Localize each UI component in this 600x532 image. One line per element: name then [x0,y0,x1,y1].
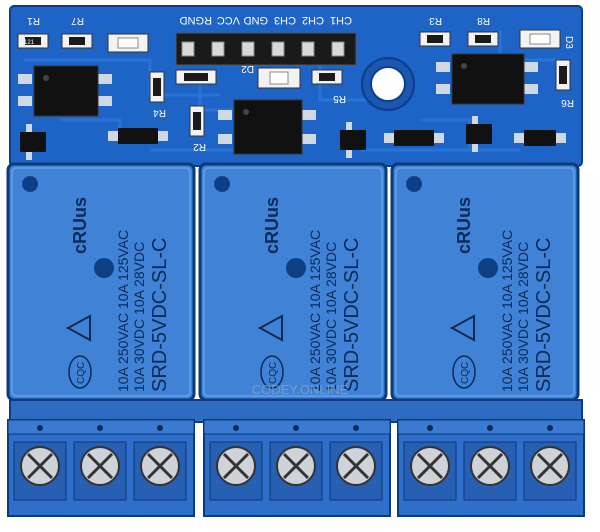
relay-rating-line-1: 10A 250VAC 10A 125VAC [115,230,131,392]
relay-model: SRD-5VDC-SL-C [533,238,555,392]
resistor-r8: R8 [467,15,499,47]
pin-label-ch1: CH1 [330,14,352,26]
svg-text:R7: R7 [71,15,84,26]
relay-rating-line-2: 10A 30VDC 10A 28VDC [323,242,339,392]
relay-rating-line-2: 10A 30VDC 10A 28VDC [515,242,531,392]
pin-label-gnd: GND [244,14,269,26]
svg-text:R6: R6 [561,97,574,108]
cqc-mark: CQC [452,355,476,389]
optocoupler-2 [218,99,316,155]
terminal-block-1 [7,419,195,517]
relay-rating-line-1: 10A 250VAC 10A 125VAC [499,230,515,392]
pin-header-labels: CH1 CH2 CH3 GND VCC RGND [180,14,352,26]
screw-terminal[interactable] [329,441,383,501]
label-d2: D2 [241,63,254,74]
screw-terminal[interactable] [73,441,127,501]
relay-rating-line-1: 10A 250VAC 10A 125VAC [307,230,323,392]
svg-text:R4: R4 [153,107,166,118]
terminal-block-2 [203,419,391,517]
screw-terminal[interactable] [133,441,187,501]
pin-label-rgnd: RGND [180,14,212,26]
svg-text:R5: R5 [333,93,346,104]
cqc-mark: CQC [68,355,92,389]
pin-label-ch2: CH2 [302,14,324,26]
flyback-diodes [108,128,566,146]
triangle-mark [257,314,283,342]
optocoupler-1 [18,65,112,117]
svg-text:R8: R8 [477,15,490,26]
resistor-r6: R6 [555,59,574,108]
svg-text:R2: R2 [193,141,206,152]
cqc-text: CQC [76,362,87,384]
resistor-r1: 121 R1 [17,15,49,49]
svg-text:R3: R3 [429,15,442,26]
screw-terminal[interactable] [523,441,577,501]
smd-leds: D2 D3 [107,29,574,89]
terminal-blocks [7,419,585,517]
screw-terminal[interactable] [13,441,67,501]
screw-terminal[interactable] [269,441,323,501]
resistor-r4: R4 [149,71,166,118]
smd-resistors: 121 R1 R7 R3 R8 R2 R4 [17,15,574,152]
resistor-extra [175,69,217,85]
resistor-r7: R7 [61,15,93,49]
ul-mark: cRUus [262,197,282,254]
watermark: CODEY.ONLINE [252,382,349,397]
screw-terminal[interactable] [403,441,457,501]
screw-terminal[interactable] [463,441,517,501]
mounting-hole [361,57,415,111]
pin-label-ch3: CH3 [274,14,296,26]
pin-header[interactable] [175,32,357,66]
relay-rating-line-2: 10A 30VDC 10A 28VDC [131,242,147,392]
triangle-mark [449,314,475,342]
resistor-r5: R5 [311,69,346,104]
svg-text:121: 121 [24,40,35,46]
ul-mark: cRUus [454,197,474,254]
label-d3: D3 [563,36,574,49]
cqc-text: CQC [268,362,279,384]
ul-mark: cRUus [70,197,90,254]
terminal-block-3 [397,419,585,517]
screw-terminal[interactable] [209,441,263,501]
pin-label-vcc: VCC [217,14,240,26]
resistor-r3: R3 [419,15,451,47]
transistors [20,116,492,160]
triangle-mark [65,314,91,342]
svg-text:R1: R1 [27,15,40,26]
relay-model: SRD-5VDC-SL-C [149,238,171,392]
optocoupler-3 [436,53,538,105]
terminal-base [9,399,583,423]
cqc-text: CQC [460,362,471,384]
resistor-r2: R2 [189,105,206,152]
cqc-mark: CQC [260,355,284,389]
relay-model: SRD-5VDC-SL-C [341,238,363,392]
